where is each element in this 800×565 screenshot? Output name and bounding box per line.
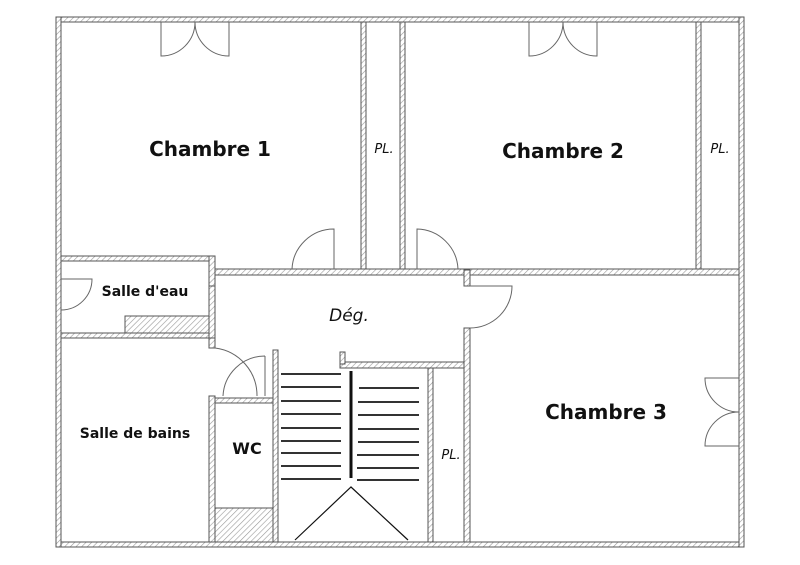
room-chambre-3: Chambre 3 xyxy=(545,400,667,424)
room-salle-bains: Salle de bains xyxy=(80,426,190,442)
room-placard-3: PL. xyxy=(441,448,460,463)
room-degagement: Dég. xyxy=(329,306,369,326)
room-placard-1: PL. xyxy=(374,142,393,157)
walls xyxy=(55,16,745,548)
doors xyxy=(60,21,740,447)
staircase xyxy=(281,371,419,541)
room-salle-eau: Salle d'eau xyxy=(102,284,189,300)
room-chambre-2: Chambre 2 xyxy=(502,139,624,163)
room-labels: Chambre 1 Chambre 2 Chambre 3 Salle d'ea… xyxy=(80,137,730,463)
room-placard-2: PL. xyxy=(710,142,729,157)
room-chambre-1: Chambre 1 xyxy=(149,137,271,161)
room-wc: WC xyxy=(232,439,261,458)
